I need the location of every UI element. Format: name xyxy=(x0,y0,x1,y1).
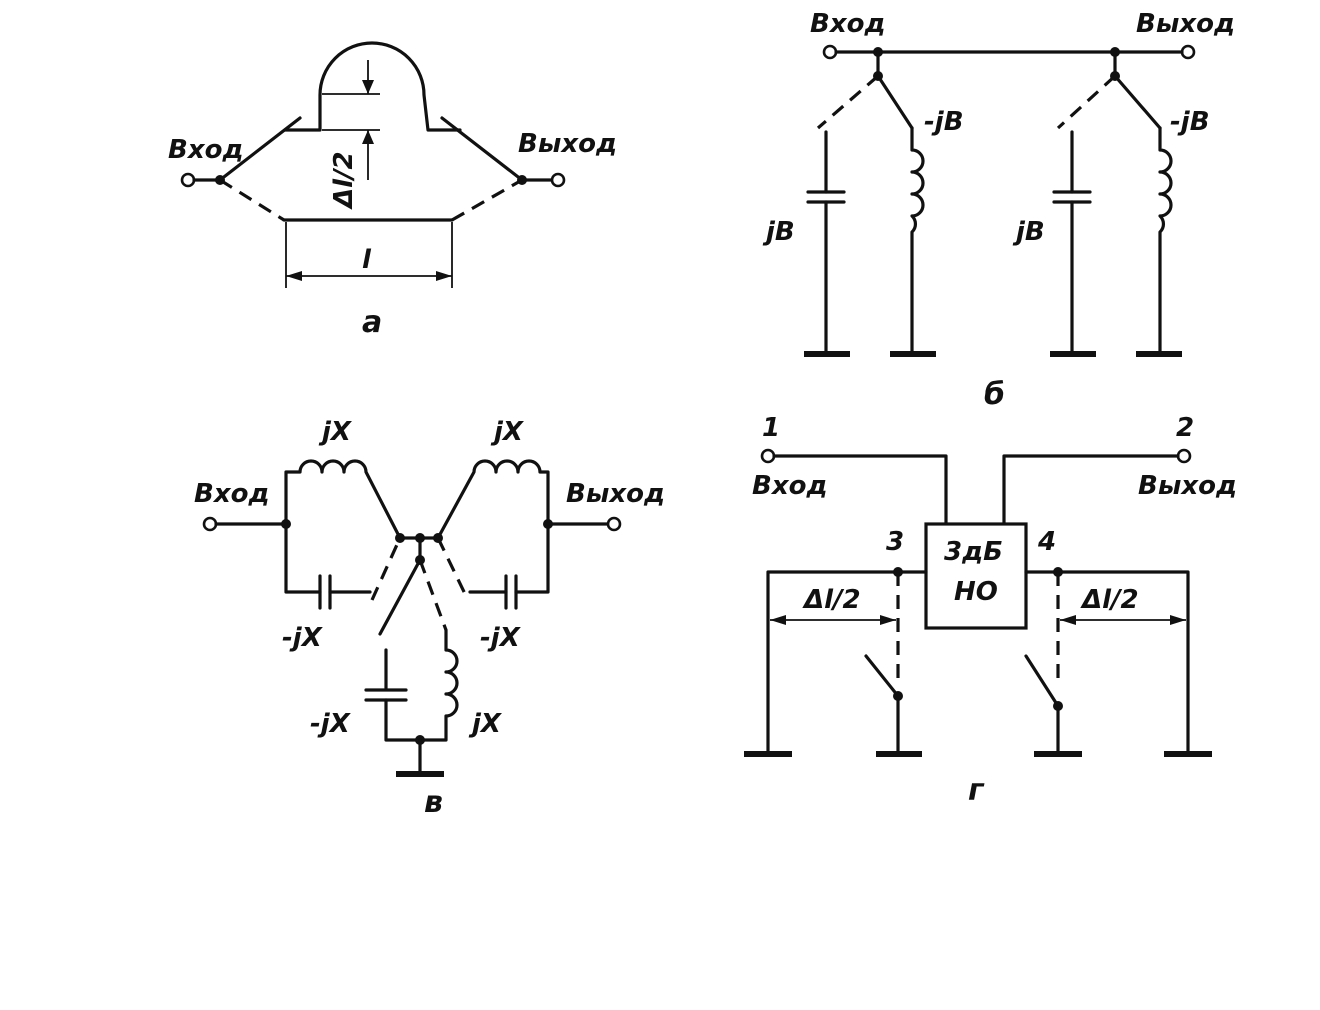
port4-label: 4 xyxy=(1037,527,1056,557)
cap2-label: jB xyxy=(1012,217,1045,247)
ind-bottom-label: jX xyxy=(468,709,503,739)
right-cap-wire xyxy=(514,522,550,594)
input-label: Вход xyxy=(810,9,885,39)
caption-b: б xyxy=(984,377,1005,412)
output-label: Выход xyxy=(1138,471,1237,501)
delta-right-label: Δl/2 xyxy=(1080,585,1139,615)
upper-path-right xyxy=(440,116,524,182)
loop-line xyxy=(283,41,462,132)
output-terminal xyxy=(606,516,622,532)
output-label: Выход xyxy=(1136,9,1235,39)
panel-v: jX jX Вход Выход -jX -jX -jX jX в xyxy=(194,417,665,820)
caption-a: a xyxy=(362,305,382,340)
box-line2: НО xyxy=(954,577,998,607)
ind2-label: -jB xyxy=(1170,107,1210,137)
ind2-coil xyxy=(1158,126,1173,354)
right-inductor xyxy=(436,459,550,540)
ind-left-label: jX xyxy=(318,417,353,447)
left-inductor xyxy=(284,459,402,540)
right-arm-line xyxy=(1024,570,1190,754)
ind1-coil xyxy=(910,126,925,354)
left-cap-wire xyxy=(284,522,322,594)
caption-g: г xyxy=(968,773,985,808)
left-arm-line xyxy=(766,570,928,754)
delta-arrowhead-bottom xyxy=(362,130,374,144)
left-switch xyxy=(864,654,900,754)
left-cap-dash xyxy=(370,537,402,601)
panel-g: 3дБ НО Δl/2 Δl/2 1 2 3 4 Вход Выход г xyxy=(744,413,1237,808)
input-terminal xyxy=(202,516,218,532)
right-switch-pivot xyxy=(1053,701,1063,711)
ind1-label: -jB xyxy=(924,107,964,137)
input-label: Вход xyxy=(168,135,243,165)
cap-right-label: -jX xyxy=(480,623,522,653)
l-arrowhead-right xyxy=(436,271,452,281)
port2-label: 2 xyxy=(1176,413,1194,443)
output-terminal xyxy=(1180,44,1196,60)
input-label: Вход xyxy=(194,479,269,509)
length-label: l xyxy=(362,245,372,275)
delta-arrowhead-top xyxy=(362,80,374,94)
cap-left-label: -jX xyxy=(282,623,324,653)
output-terminal xyxy=(550,172,566,188)
caption-v: в xyxy=(424,785,443,820)
l-arrowhead-left xyxy=(286,271,302,281)
right-delta-arrow-l xyxy=(1060,615,1076,625)
cap1-label: jB xyxy=(762,217,795,247)
cap-bottom-label: -jX xyxy=(310,709,352,739)
left-switch-pivot xyxy=(893,691,903,701)
right-delta-arrow-r xyxy=(1170,615,1186,625)
input-terminal xyxy=(822,44,838,60)
bottom-switch-blade xyxy=(378,558,422,636)
output-label: Выход xyxy=(518,129,617,159)
delta-label: Δl/2 xyxy=(329,151,359,210)
ind-right-label: jX xyxy=(490,417,525,447)
right-switch xyxy=(1024,654,1060,754)
hybrid-coupler-box xyxy=(924,522,1028,630)
switch1-closed-contact xyxy=(876,74,914,130)
switch1-open-contact xyxy=(816,74,880,130)
bottom-inductor xyxy=(418,628,459,742)
upper-path-left xyxy=(218,116,302,182)
input-label: Вход xyxy=(752,471,827,501)
box-line1: 3дБ xyxy=(944,537,1003,567)
lower-dash-right xyxy=(451,178,523,222)
output-label: Выход xyxy=(566,479,665,509)
left-delta-arrow-r xyxy=(880,615,896,625)
port1-terminal xyxy=(760,448,776,464)
port1-label: 1 xyxy=(762,413,780,443)
port2-terminal xyxy=(1176,448,1192,464)
bottom-switch-dash xyxy=(418,559,448,631)
port2-line xyxy=(1002,454,1180,526)
port3-label: 3 xyxy=(886,527,904,557)
right-cap-dash xyxy=(436,537,470,601)
bottom-cap-wire xyxy=(384,698,422,742)
panel-a: Δl/2 l Вход Выход a xyxy=(168,41,617,340)
input-terminal xyxy=(180,172,196,188)
lower-dash-left xyxy=(219,178,285,222)
port1-line xyxy=(772,454,948,526)
left-delta-arrow-l xyxy=(770,615,786,625)
switch2-open-contact xyxy=(1056,74,1117,130)
delta-left-label: Δl/2 xyxy=(802,585,861,615)
panel-b: Вход Выход jB -jB jB -jB б xyxy=(762,9,1235,412)
switch2-closed-contact xyxy=(1113,74,1162,130)
